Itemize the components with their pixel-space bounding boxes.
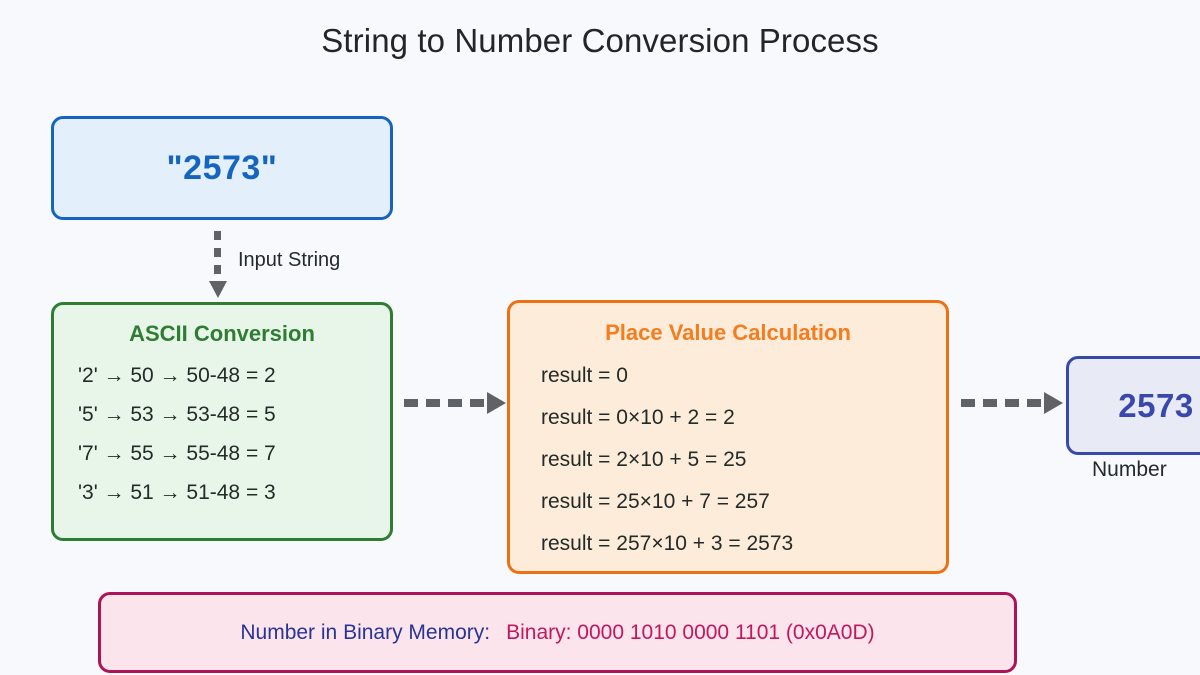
arrow-dash [214,248,221,257]
arrow-input-to-ascii [209,231,227,303]
place-value-line: result = 0×10 + 2 = 2 [541,406,735,429]
arrow-label-input-string: Input String [238,249,341,271]
arrow-dash [1027,399,1041,407]
input-string-value: "2573" [166,148,278,187]
binary-memory-value: Binary: 0000 1010 0000 1101 (0x0A0D) [506,620,875,644]
node-place-value-calculation[interactable]: Place Value Calculation result = 0 resul… [507,300,949,574]
binary-memory-label: Number in Binary Memory: [240,620,491,644]
arrow-dash [214,265,221,274]
number-output-caption: Number [1092,458,1167,481]
place-value-line: result = 0 [541,364,628,387]
arrow-dash [214,231,221,240]
ascii-conversion-line: '7' → 55 → 55-48 = 7 [78,442,276,465]
ascii-conversion-line: '3' → 51 → 51-48 = 3 [78,481,276,504]
arrow-dash [1005,399,1019,407]
number-output-value: 2573 [1118,386,1194,424]
arrow-head-icon [209,281,227,298]
node-binary-memory[interactable]: Number in Binary Memory: Binary: 0000 10… [98,592,1017,673]
page-title: String to Number Conversion Process [321,22,879,59]
place-value-line: result = 25×10 + 7 = 257 [541,490,770,513]
node-number-output[interactable]: 2573 [1066,356,1200,455]
arrow-dash [404,399,418,407]
place-value-title: Place Value Calculation [605,320,851,345]
arrow-head-icon [487,392,506,414]
place-value-line: result = 2×10 + 5 = 25 [541,448,747,471]
ascii-conversion-line: '5' → 53 → 53-48 = 5 [78,403,276,426]
arrow-head-icon [1044,392,1063,414]
arrow-dash [983,399,997,407]
node-ascii-conversion[interactable]: ASCII Conversion '2' → 50 → 50-48 = 2 '5… [51,302,393,541]
arrow-dash [470,399,484,407]
node-input-string[interactable]: "2573" [51,116,393,220]
ascii-conversion-title: ASCII Conversion [129,321,315,346]
arrow-dash [448,399,462,407]
arrow-dash [426,399,440,407]
arrow-ascii-to-place-value [404,392,506,414]
place-value-line: result = 257×10 + 3 = 2573 [541,532,794,555]
arrow-place-value-to-number [961,392,1063,414]
ascii-conversion-line: '2' → 50 → 50-48 = 2 [78,364,276,387]
arrow-dash [961,399,975,407]
